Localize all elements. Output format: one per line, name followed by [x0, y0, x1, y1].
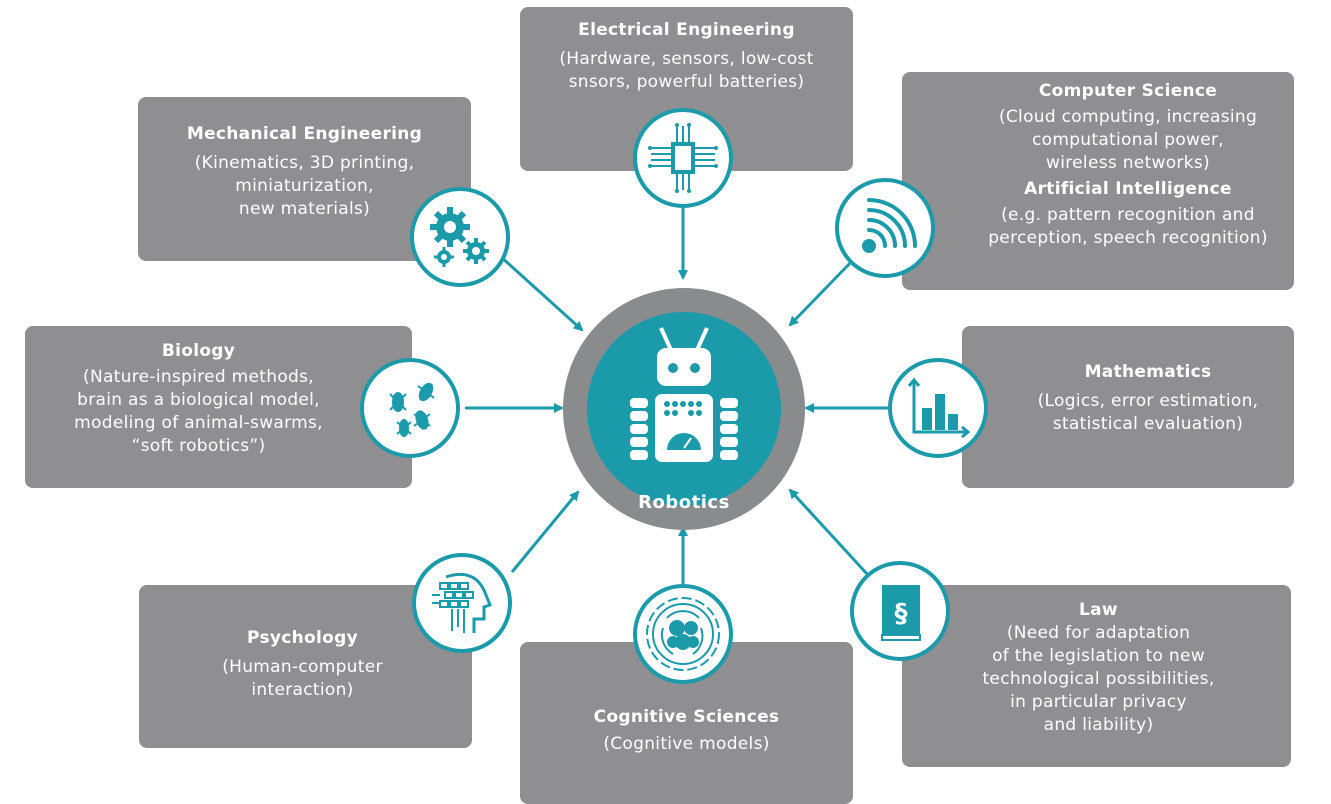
- circle-mathematics: [888, 358, 988, 458]
- svg-text:§: §: [895, 599, 908, 629]
- law-title: Law: [1079, 600, 1118, 620]
- biology-desc: (Nature-inspired methods, brain as a bio…: [74, 367, 323, 456]
- box-mathematics: Mathematics (Logics, error estimation, s…: [962, 326, 1294, 488]
- computer-title: Computer Science: [1038, 81, 1218, 101]
- ai-title: Artificial Intelligence: [1024, 179, 1232, 199]
- law-book-icon: §: [881, 585, 921, 641]
- computer-desc: (Cloud computing, increasing computation…: [998, 107, 1258, 173]
- robotics-hub: Robotics: [563, 288, 805, 530]
- cognitive-desc: (Cognitive models): [603, 734, 770, 754]
- mathematics-desc: (Logics, error estimation, statistical e…: [1037, 391, 1259, 434]
- box-mechanical-engineering: Mechanical Engineering (Kinematics, 3D p…: [138, 97, 471, 261]
- box-biology: Biology (Nature-inspired methods, brain …: [25, 326, 412, 488]
- cognitive-title: Cognitive Sciences: [593, 707, 780, 727]
- law-desc: (Need for adaptation of the legislation …: [982, 623, 1215, 735]
- arrow-computer: [788, 256, 857, 327]
- circle-law: §: [850, 561, 950, 661]
- electrical-title: Electrical Engineering: [578, 20, 795, 40]
- circle-biology: [360, 358, 460, 458]
- center-label: Robotics: [638, 492, 730, 513]
- psychology-desc: (Human-computer interaction): [222, 657, 383, 700]
- circle-mechanical: [410, 187, 510, 287]
- arrow-psychology: [510, 490, 580, 573]
- arrow-mechanical: [498, 254, 584, 332]
- head-circuit-icon: [432, 572, 492, 633]
- circle-psychology: [412, 553, 512, 653]
- mechanical-desc: (Kinematics, 3D printing, miniaturizatio…: [194, 153, 415, 219]
- mechanical-title: Mechanical Engineering: [186, 124, 423, 144]
- mathematics-title: Mathematics: [1084, 362, 1212, 382]
- circle-electrical: [633, 108, 733, 208]
- bar-chart-icon: [907, 377, 971, 439]
- wireless-icon: [862, 198, 917, 253]
- circle-computer: [835, 178, 935, 278]
- arrow-law: [788, 488, 870, 577]
- circle-cognitive: [633, 584, 733, 684]
- biology-title: Biology: [161, 341, 236, 361]
- chip-icon: [648, 123, 718, 193]
- ai-desc: (e.g. pattern recognition and perception…: [988, 205, 1268, 248]
- insects-icon: [389, 382, 435, 437]
- psychology-title: Psychology: [247, 628, 358, 648]
- box-computer-science: Computer Science (Cloud computing, incre…: [902, 72, 1294, 290]
- brain-cycle-icon: [646, 597, 720, 671]
- robot-icon: [630, 327, 738, 462]
- box-law: Law (Need for adaptation of the legislat…: [902, 585, 1291, 767]
- robotics-hub-inner: Robotics: [587, 312, 781, 513]
- electrical-desc: (Hardware, sensors, low-cost snsors, pow…: [559, 49, 814, 92]
- gears-icon: [430, 207, 489, 267]
